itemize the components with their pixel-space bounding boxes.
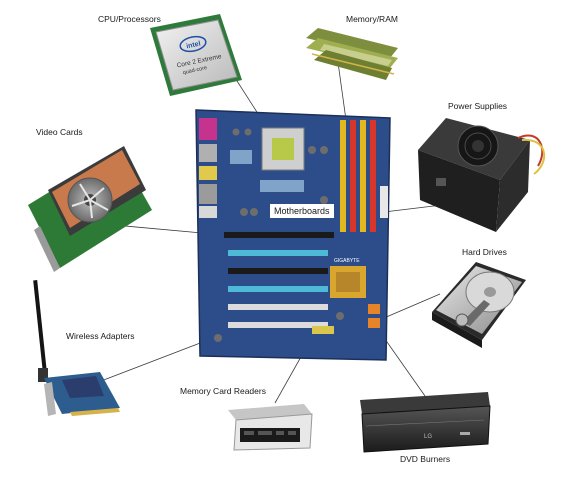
label-dvd-burners: DVD Burners	[400, 454, 451, 464]
dvd-brand: LG	[424, 434, 432, 440]
label-wireless-adapters: Wireless Adapters	[66, 331, 135, 341]
label-motherboards: Motherboards	[270, 204, 334, 218]
motherboard-image: GIGABYTE	[195, 109, 391, 361]
power-supply-image	[418, 118, 546, 232]
label-power-supplies: Power Supplies	[448, 101, 508, 111]
connector-hdd	[383, 293, 441, 319]
connector-card-reader	[274, 354, 303, 404]
wireless-adapter-image	[33, 280, 120, 416]
hard-drive-image	[432, 262, 526, 348]
video-card-image	[28, 146, 152, 272]
label-memory-card-readers: Memory Card Readers	[180, 386, 266, 396]
label-cpu: CPU/Processors	[98, 14, 161, 24]
label-hard-drives: Hard Drives	[462, 247, 507, 257]
card-reader-image	[228, 404, 313, 451]
board-logo: GIGABYTE	[334, 258, 360, 264]
label-memory: Memory/RAM	[346, 14, 398, 24]
connector-wireless	[87, 339, 209, 387]
cpu-brand: intel	[186, 40, 202, 50]
connector-power	[383, 204, 443, 213]
label-video-cards: Video Cards	[36, 127, 83, 137]
ram-image	[306, 28, 398, 80]
dvd-burner-image: LG	[360, 392, 491, 453]
connector-dvd	[379, 331, 426, 397]
cpu-image: intel Core 2 Extreme quad-core	[150, 14, 242, 96]
cpu-cores: quad-core	[182, 65, 207, 76]
